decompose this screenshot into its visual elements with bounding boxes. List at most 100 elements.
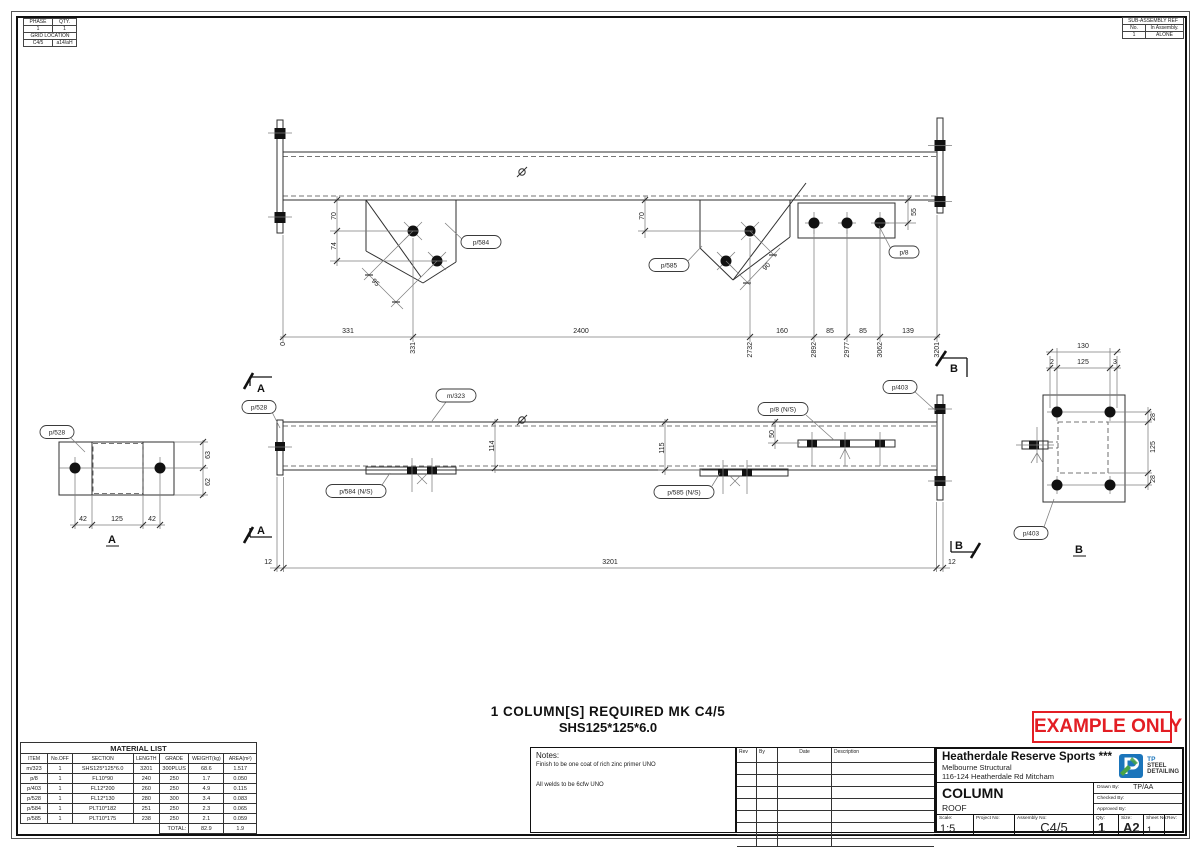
cell-item: p/584	[19, 803, 49, 814]
plate-p8-end-view	[1016, 427, 1058, 464]
notes-box: Notes: Finish to be one coat of rich zin…	[530, 747, 736, 833]
drawn-by-value: TP/AA	[1133, 784, 1154, 792]
bolt	[1051, 406, 1063, 418]
dim-55: 55	[875, 196, 918, 230]
bolt	[154, 462, 166, 474]
part-tag	[888, 245, 920, 259]
col-header: GRADE	[159, 753, 190, 764]
part-tag	[39, 425, 75, 439]
dim-label: 12	[264, 559, 272, 566]
bolt	[1051, 479, 1063, 491]
bolt	[1104, 479, 1116, 491]
signature-cells: Drawn By: TP/AA Checked By: Approved By:	[1094, 783, 1182, 814]
part-tag	[648, 258, 690, 272]
qty-value: 1	[1098, 820, 1106, 835]
dim-label: 114	[489, 440, 496, 451]
section-title-b: B	[1075, 544, 1083, 556]
plate-p8-elevation	[797, 202, 896, 239]
section-title-a: A	[108, 534, 116, 546]
part-label-p584-ns: p/584 (N/S)	[339, 489, 372, 496]
total-weight: 82.9	[188, 823, 225, 834]
size-value: A2	[1123, 820, 1140, 835]
cell-section: FL10*90	[71, 773, 134, 784]
size-cell: Size: A2	[1119, 815, 1144, 836]
end-plate-right	[928, 117, 952, 214]
dim-114: 114	[489, 418, 499, 473]
section-marker-b-bottom: B	[950, 540, 982, 559]
end-plate-right	[928, 394, 952, 501]
dim-label: 2400	[573, 328, 589, 335]
logo-text: TP STEEL DETAILING	[1147, 756, 1179, 775]
elevation-dim-string: 331 2400 160 85 85 139 0 331 2732 2892 2…	[279, 215, 941, 358]
notes-line: Finish to be one coat of rich zinc prime…	[536, 762, 656, 768]
revision-box: Rev By Date Description	[736, 747, 935, 847]
centerline-symbol	[516, 166, 528, 178]
scale-label: Scale:	[939, 816, 953, 821]
section-marker-b-top: B	[934, 350, 968, 377]
cell-area: 0.083	[223, 793, 257, 804]
section-letter: A	[257, 525, 265, 537]
dim-label: 70	[639, 212, 646, 220]
part-label-p528: p/528	[49, 430, 66, 437]
plate-p584-ns	[365, 458, 457, 492]
cell-nooff: 1	[47, 813, 73, 824]
rev-row	[737, 774, 934, 787]
cell-grade: 300PLUS	[159, 763, 190, 774]
part-label-p585: p/585	[661, 263, 678, 270]
dim-label: 85	[826, 328, 834, 335]
cell-grade: 300	[159, 793, 190, 804]
rev-row	[737, 834, 934, 847]
cell-item: p/8	[19, 773, 49, 784]
section-b-dims: 130 2 125 3 28 125 28	[1046, 343, 1157, 490]
dim-label: 85	[859, 328, 867, 335]
cell-nooff: 1	[47, 773, 73, 784]
section-marker-a-bottom: A	[242, 525, 272, 544]
dim-label: 2977	[844, 342, 851, 358]
dim-label: 160	[776, 328, 788, 335]
client-name: Melbourne Structural	[942, 763, 1012, 772]
drawing-title-cell: COLUMN ROOF	[937, 783, 1094, 814]
plate-p585-ns	[699, 460, 789, 494]
section-b-bolts	[1047, 348, 1152, 494]
notes-title: Notes:	[536, 751, 560, 760]
dim-label: 331	[342, 328, 354, 335]
rev-row	[737, 798, 934, 811]
dim-50: 50	[768, 418, 800, 449]
col-header: LENGTH	[132, 753, 161, 764]
project-address: 116-124 Heatherdale Rd Mitcham	[942, 772, 1055, 781]
cell-length: 260	[132, 783, 161, 794]
plate-outline	[58, 441, 175, 496]
bolt	[841, 217, 853, 229]
col-header: ITEM	[19, 753, 49, 764]
dim-left-gusset: 70 74	[330, 196, 447, 266]
dim-label: 331	[410, 342, 417, 354]
cell-section: PLT10*175	[71, 813, 134, 824]
title-block: Heatherdale Reserve Sports *** Melbourne…	[935, 747, 1184, 836]
cell-area: 0.059	[223, 813, 257, 824]
assembly-no-value: C4/5	[1040, 820, 1068, 835]
project-name: Heatherdale Reserve Sports ***	[942, 751, 1113, 763]
qty-cell: Qty: 1	[1094, 815, 1119, 836]
drawing-subtitle: ROOF	[942, 803, 967, 813]
project-no-label: Project No:	[976, 816, 1000, 821]
sheet-no-value: 1	[1147, 825, 1153, 835]
cell-nooff: 1	[47, 763, 73, 774]
shs-hidden-outline	[1057, 421, 1109, 474]
dim-label: 74	[331, 242, 338, 250]
cell-length: 251	[132, 803, 161, 814]
bolt	[808, 217, 820, 229]
assembly-no-label: Assembly No:	[1017, 816, 1047, 821]
material-list: MATERIAL LIST ITEM No.OFF SECTION LENGTH…	[19, 742, 257, 834]
cell-grade: 250	[159, 773, 190, 784]
cell-weight: 1.7	[188, 773, 225, 784]
col-header: AREA(m²)	[223, 753, 257, 764]
cell-item: p/585	[19, 813, 49, 824]
part-label-m323: m/323	[447, 393, 465, 400]
logo-tp: TP	[1147, 756, 1156, 763]
required-note-line1: 1 COLUMN[S] REQUIRED MK C4/5	[490, 704, 726, 719]
size-label: Size:	[1121, 816, 1132, 821]
cell-weight: 2.3	[188, 803, 225, 814]
bolt	[1104, 406, 1116, 418]
cell-item: p/403	[19, 783, 49, 794]
weld-mark	[275, 442, 285, 451]
